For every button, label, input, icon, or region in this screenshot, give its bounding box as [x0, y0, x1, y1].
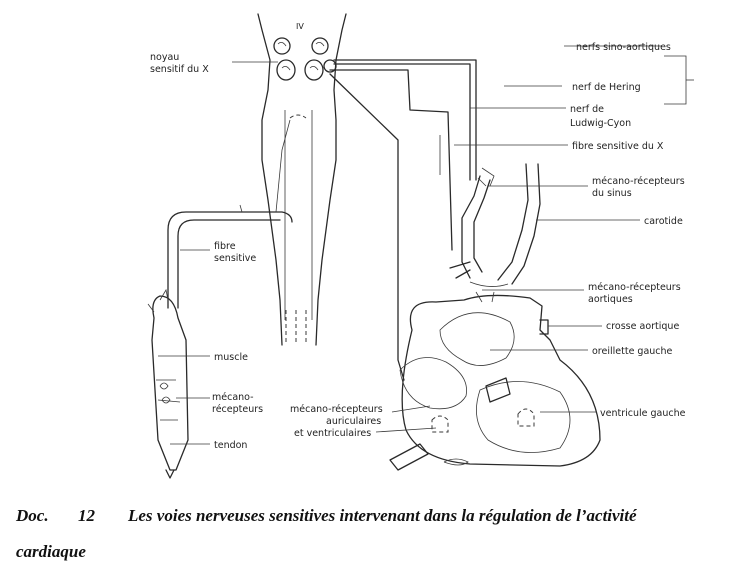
neural-pathways-diagram: IV [147, 13, 694, 479]
caption-number: 12 [78, 506, 95, 525]
ventricle-iv-label: IV [296, 22, 304, 31]
meca-sinus-label-2: du sinus [592, 188, 632, 199]
nerf-hering-label: nerf de Hering [572, 82, 641, 93]
labels: noyau sensitif du X nerfs sino-aortiques… [150, 42, 686, 451]
nerve-fibres [167, 59, 477, 381]
nerf-ludwig-label-1: nerf de [570, 104, 604, 115]
leader-lines [158, 45, 694, 445]
nerfs-sino-aortiques-label: nerfs sino-aortiques [576, 42, 671, 53]
meca-aur-label-1: mécano-récepteurs [290, 404, 383, 415]
nerf-ludwig-label-2: Ludwig-Cyon [570, 118, 631, 129]
ventricule-gauche-label: ventricule gauche [600, 408, 686, 419]
crosse-aortique-label: crosse aortique [606, 321, 679, 332]
heart [389, 281, 601, 471]
caption-doc: Doc. [16, 506, 49, 525]
noyau-label-1: noyau [150, 52, 179, 63]
fibre-sensitive-x-label: fibre sensitive du X [572, 141, 664, 152]
caption-text: Les voies nerveuses sensitives intervena… [128, 506, 637, 525]
meca-sinus-label-1: mécano-récepteurs [592, 176, 685, 187]
noyau-label-2: sensitif du X [150, 64, 209, 75]
tendon-label: tendon [214, 440, 247, 451]
fibre-label-2: sensitive [214, 253, 256, 264]
meca-aur-label-3: et ventriculaires [294, 428, 371, 439]
brainstem: IV [257, 13, 347, 346]
carotide-label: carotide [644, 216, 683, 227]
meca-muscle-label-1: mécano- [212, 392, 254, 403]
fibre-label-1: fibre [214, 241, 236, 252]
figure-caption: Doc. 12 Les voies nerveuses sensitives int… [16, 498, 736, 570]
muscle-label: muscle [214, 352, 248, 363]
meca-aortiques-label-1: mécano-récepteurs [588, 282, 681, 293]
muscle [147, 288, 189, 479]
meca-aortiques-label-2: aortiques [588, 294, 633, 305]
caption-text-2: cardiaque [16, 542, 86, 561]
meca-aur-label-2: auriculaires [326, 416, 381, 427]
oreillette-gauche-label: oreillette gauche [592, 346, 673, 357]
carotid-artery [449, 163, 541, 285]
meca-muscle-label-2: récepteurs [212, 404, 263, 415]
